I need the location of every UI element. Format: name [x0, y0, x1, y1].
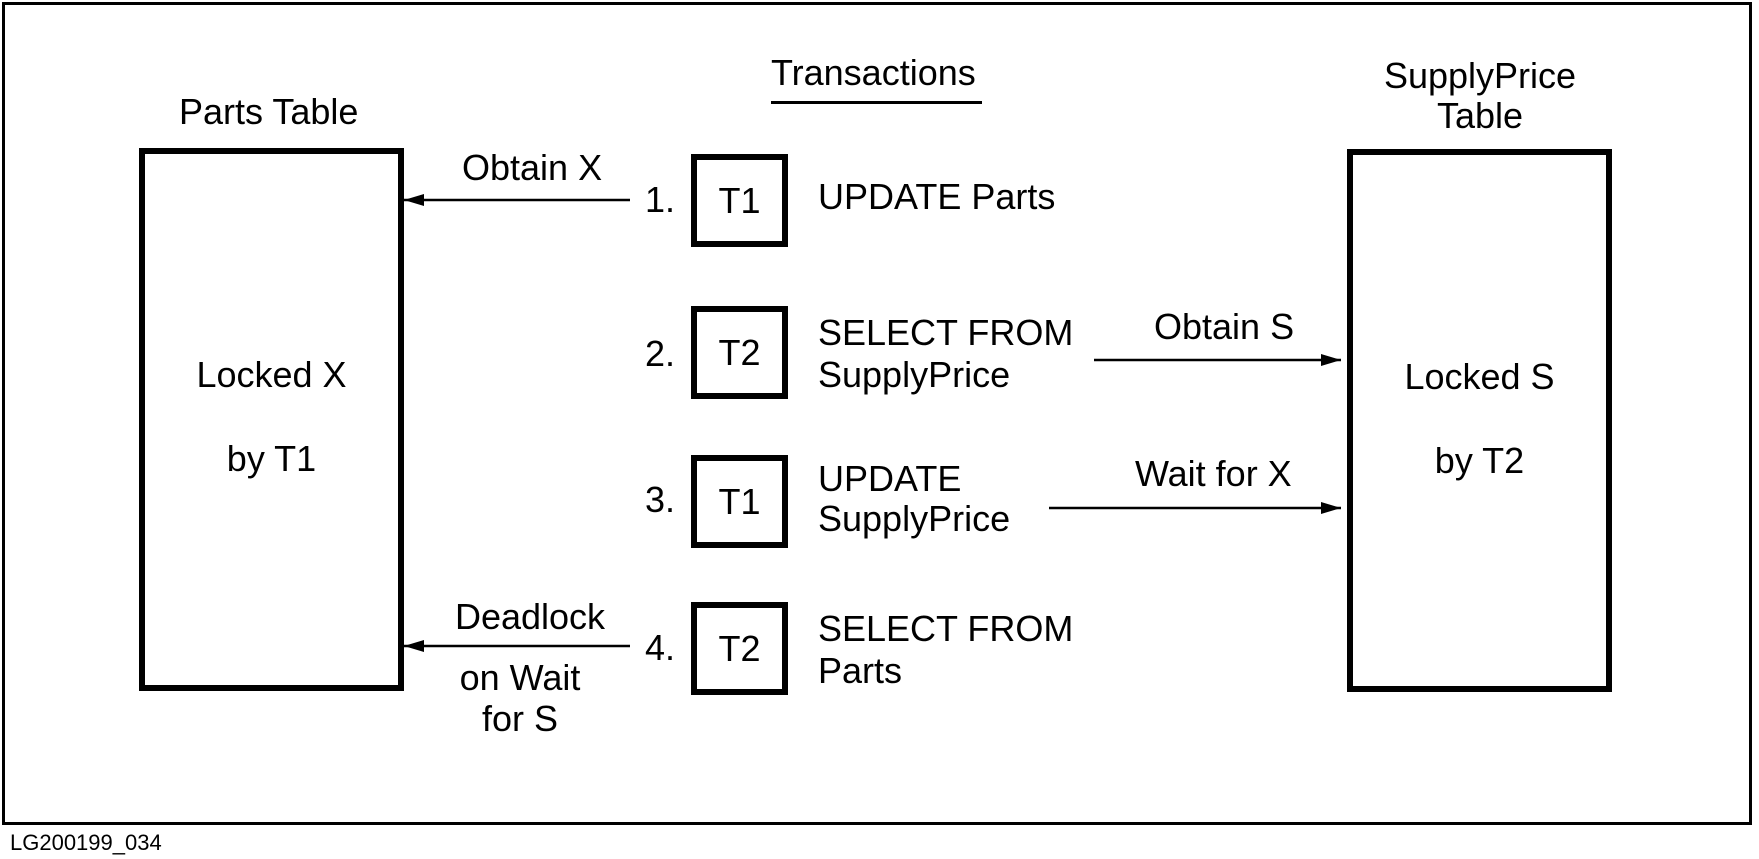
- figure-id: LG200199_034: [10, 830, 162, 855]
- parts-table-lock-owner: by T1: [226, 438, 317, 479]
- step-3-number: 3.: [645, 479, 676, 520]
- step-3-statement-line2: SupplyPrice: [818, 498, 1011, 539]
- step-3-transaction-box: T1: [691, 455, 788, 548]
- step-2-statement-line1: SELECT FROM: [818, 312, 1074, 353]
- arrow-2-label: Obtain S: [1154, 306, 1295, 347]
- step-4-statement-line1: SELECT FROM: [818, 608, 1074, 649]
- supplyprice-table-lock-label: Locked S: [1404, 356, 1555, 397]
- step-2-transaction-box: T2: [691, 306, 788, 399]
- step-1-number: 1.: [645, 179, 676, 220]
- step-2-number: 2.: [645, 333, 676, 374]
- arrow-3-label: Wait for X: [1135, 453, 1292, 494]
- step-4-transaction-box: T2: [691, 602, 788, 695]
- arrow-4-label-line3: for S: [481, 698, 559, 739]
- step-2-statement-line2: SupplyPrice: [818, 354, 1011, 395]
- step-1-transaction-box: T1: [691, 154, 788, 247]
- supplyprice-table-title-line2: Table: [1436, 95, 1524, 136]
- transactions-title: Transactions: [771, 52, 976, 93]
- arrow-4-label-line1: Deadlock: [454, 596, 606, 637]
- parts-table-box: [139, 148, 404, 691]
- parts-table-title: Parts Table: [179, 91, 359, 132]
- step-4-number: 4.: [645, 627, 676, 668]
- step-4-statement-line2: Parts: [818, 650, 903, 691]
- transactions-title-underline: [771, 101, 982, 104]
- arrow-1-label: Obtain X: [462, 147, 603, 188]
- parts-table-lock-label: Locked X: [196, 354, 347, 395]
- arrow-4-label-line2: on Wait: [459, 657, 581, 698]
- step-3-statement-line1: UPDATE: [818, 458, 962, 499]
- supplyprice-table-title-line1: SupplyPrice: [1383, 55, 1577, 96]
- supplyprice-table-lock-owner: by T2: [1434, 440, 1525, 481]
- supplyprice-table-box: [1347, 149, 1612, 692]
- step-1-statement: UPDATE Parts: [818, 176, 1056, 217]
- diagram-frame: [2, 2, 1752, 825]
